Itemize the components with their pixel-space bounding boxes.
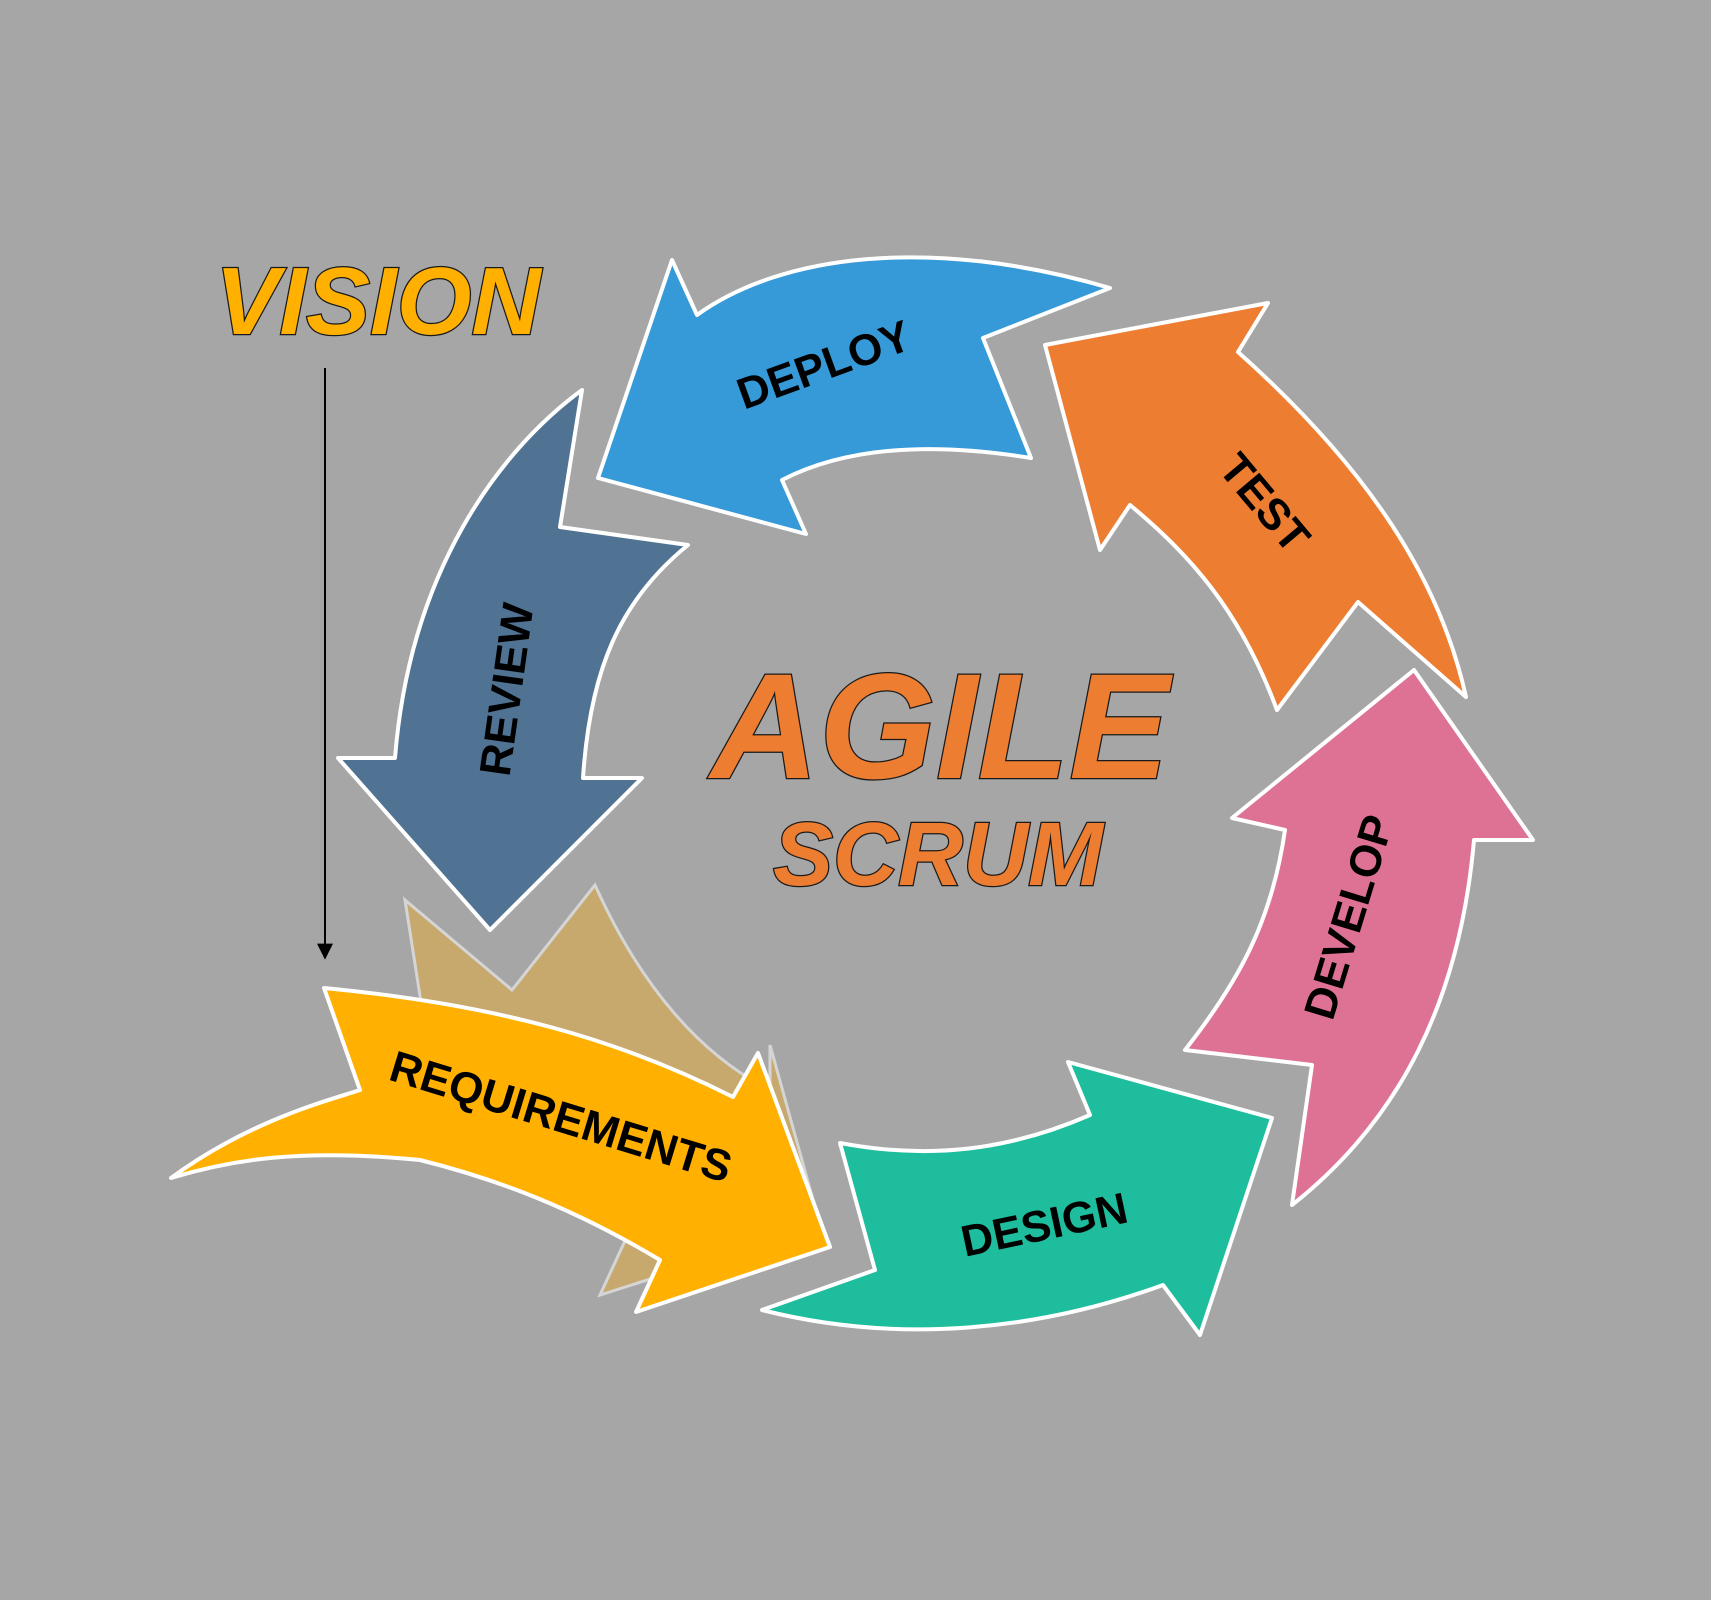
vision-label: VISION [215, 248, 542, 355]
test-arrow [1043, 301, 1468, 712]
review-arrow [336, 388, 690, 932]
deploy-arrow [596, 255, 1112, 536]
center-subtitle: SCRUM [773, 805, 1105, 905]
center-title: AGILE [707, 642, 1173, 810]
requirements-arrow [169, 986, 832, 1314]
develop-arrow [1183, 668, 1535, 1207]
design-arrow [760, 1060, 1274, 1337]
